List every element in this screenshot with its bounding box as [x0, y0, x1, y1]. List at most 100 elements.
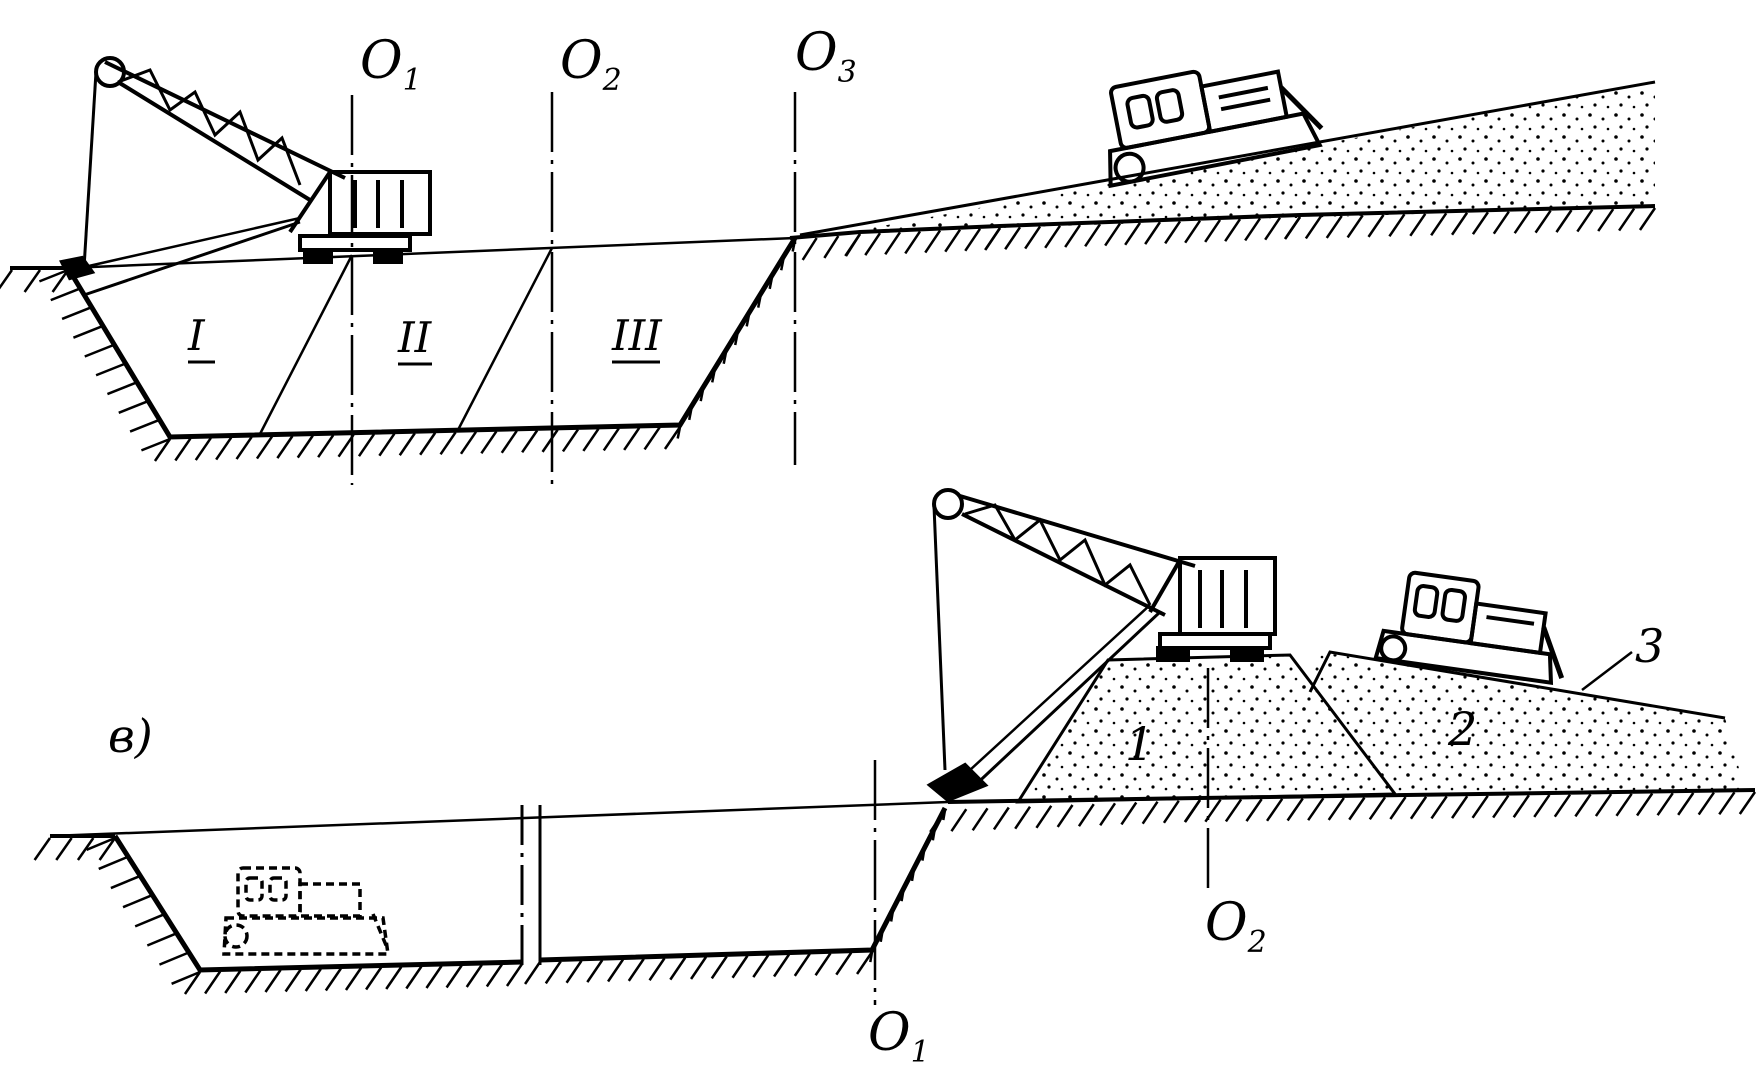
mound-label-2: 2	[1447, 702, 1477, 756]
hatch-stroke	[485, 963, 503, 988]
hatch-stroke	[984, 227, 1002, 251]
hatch-stroke	[1430, 212, 1448, 236]
hatch-stroke	[98, 855, 128, 871]
hatch-stroke	[158, 951, 189, 966]
zone-divider-2	[456, 247, 554, 431]
hatch-stroke	[879, 931, 884, 942]
hatch-stroke	[710, 955, 728, 980]
hatch-stroke	[1244, 217, 1262, 242]
hatch-stroke	[480, 430, 498, 455]
hatch-stroke	[1264, 217, 1282, 241]
axis-label-o1-bottom: O1	[868, 1003, 930, 1070]
hatch-stroke	[51, 269, 70, 293]
hatch-stroke	[1162, 800, 1180, 824]
hatch-stroke	[582, 428, 600, 452]
hatch-stroke	[1245, 798, 1263, 822]
hatch-stroke	[687, 408, 693, 421]
hatch-stroke	[445, 964, 463, 989]
hatch-stroke	[1266, 798, 1284, 822]
hatch-stroke	[823, 235, 840, 259]
top-diagram: O1 O2 O3 I II III	[0, 23, 1657, 485]
hatch-stroke	[793, 953, 811, 977]
hatch-stroke	[1697, 791, 1715, 816]
hatch-stroke	[1597, 208, 1615, 232]
hatch-stroke	[889, 911, 895, 922]
hatch-stroke	[500, 430, 518, 454]
hatch-stroke	[1164, 220, 1182, 245]
hatch-stroke	[1534, 209, 1552, 234]
ground-hatch-icon	[33, 791, 1757, 995]
hatch-stroke	[1204, 798, 1222, 823]
hatch-stroke	[1594, 793, 1613, 817]
hatch-stroke	[174, 437, 192, 462]
hatch-stroke	[1656, 792, 1674, 816]
trench-outline-bottom-right	[539, 806, 948, 963]
zone-label-3: III	[611, 311, 663, 360]
hatch-stroke	[904, 230, 922, 255]
hatch-stroke	[1077, 803, 1095, 827]
hatch-stroke	[900, 890, 905, 902]
hatch-stroke	[1141, 800, 1159, 825]
embankment-surface-line	[799, 80, 1656, 237]
ground-line-bottom-right	[947, 788, 1756, 804]
hatch-stroke	[814, 952, 832, 976]
hatch-stroke	[1120, 801, 1138, 826]
hatch-stroke	[1718, 791, 1736, 816]
hatch-stroke	[255, 435, 274, 460]
hatch-stroke	[405, 965, 423, 990]
hatch-stroke	[146, 932, 177, 947]
hatch-stroke	[1430, 795, 1448, 820]
hatch-stroke	[344, 967, 363, 991]
hatch-stroke	[699, 389, 705, 402]
ground-line-top-right	[789, 204, 1656, 240]
hatch-stroke	[244, 969, 262, 994]
hatch-stroke	[835, 951, 853, 976]
hatch-stroke	[607, 958, 625, 983]
hatch-stroke	[1283, 216, 1302, 240]
hatch-stroke	[1512, 794, 1530, 818]
hatch-stroke	[1307, 797, 1325, 821]
zone-divider-1	[258, 254, 354, 435]
hatch-stroke	[561, 428, 580, 453]
dragline-excavator-icon	[926, 488, 1277, 803]
hatch-stroke	[1144, 221, 1162, 245]
soil-mound-2	[1310, 652, 1745, 794]
hatch-stroke	[1636, 792, 1654, 817]
trench-outline-top	[65, 236, 798, 440]
hatch-stroke	[602, 427, 620, 452]
bulldozer-icon	[1108, 69, 1324, 189]
hatch-stroke	[465, 964, 483, 988]
hatch-stroke	[1348, 796, 1366, 821]
hatch-stroke	[648, 957, 666, 981]
hatch-stroke	[1124, 222, 1142, 246]
hatch-stroke	[224, 970, 242, 994]
hatch-stroke	[98, 837, 117, 861]
hatch-stroke	[669, 956, 687, 981]
hatch-stroke	[1204, 219, 1222, 243]
hatch-stroke	[33, 837, 52, 861]
hatch-stroke	[733, 333, 739, 346]
hatch-stroke	[1638, 207, 1657, 231]
hatch-stroke	[304, 968, 322, 992]
hatch-stroke	[971, 807, 989, 832]
hatch-stroke	[586, 959, 604, 983]
hatch-stroke	[623, 427, 641, 451]
hatch-stroke	[1014, 805, 1032, 830]
hatch-stroke	[264, 969, 282, 993]
hatch-stroke	[1533, 794, 1551, 818]
hatch-stroke	[365, 966, 383, 991]
hatch-stroke	[215, 436, 233, 461]
hatch-stroke	[722, 351, 728, 364]
hatch-stroke	[459, 431, 478, 455]
callout-label-3: 3	[1635, 619, 1664, 673]
zone-label-1: I	[187, 311, 206, 360]
hatch-stroke	[768, 277, 774, 290]
trench-chord-bottom	[49, 800, 949, 838]
hatch-stroke	[627, 958, 645, 982]
hatch-stroke	[1224, 798, 1243, 823]
hatch-stroke	[864, 232, 882, 256]
hatch-stroke	[921, 850, 926, 861]
hatch-stroke	[1304, 215, 1322, 240]
